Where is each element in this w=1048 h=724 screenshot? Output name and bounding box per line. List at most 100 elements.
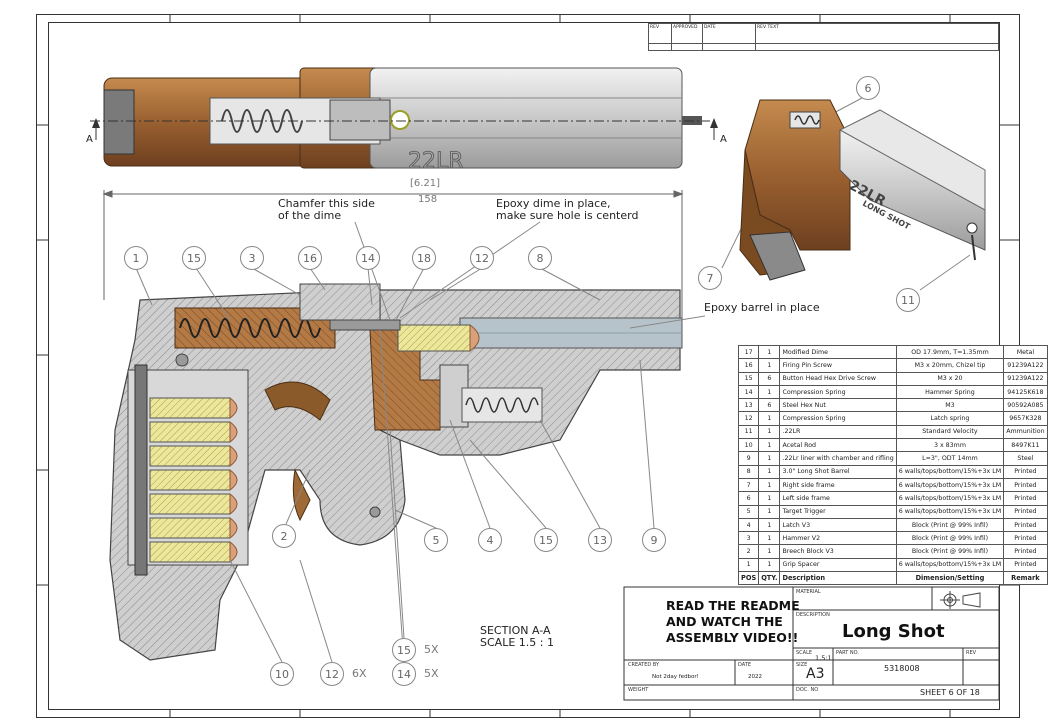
bom-description: Latch V3 <box>779 517 897 533</box>
bom-header-description: Description <box>779 571 897 586</box>
bom-remark: Printed <box>1003 517 1048 533</box>
bom-dimension: L=3", ODT 14mm <box>895 451 1005 466</box>
doc-no-label: DOC. NO <box>796 687 819 693</box>
scale-value: 1.5:1 <box>815 654 832 662</box>
balloon-7: 7 <box>698 266 722 290</box>
bom-dimension: M3 <box>895 398 1005 413</box>
balloon-8: 8 <box>528 246 552 270</box>
bom-pos: 16 <box>737 358 760 373</box>
bom-description: Hammer V2 <box>779 531 897 546</box>
bom-description: Steel Hex Nut <box>779 398 897 413</box>
qty-14: 5X <box>424 667 439 680</box>
bom-remark: Metal <box>1003 344 1048 360</box>
bom-qty: 1 <box>758 477 781 493</box>
date-label: DATE <box>738 662 752 668</box>
bom-dimension: 6 walls/tops/bottom/15%+3x LM <box>895 477 1005 493</box>
size-value: A3 <box>806 666 825 682</box>
chamfer-note-line1: Chamfer this side <box>278 197 375 210</box>
balloon-14: 14 <box>356 246 380 270</box>
bom-qty: 1 <box>758 384 781 400</box>
balloon-1: 1 <box>124 246 148 270</box>
balloon-15: 15 <box>182 246 206 270</box>
bom-pos: 13 <box>737 398 760 413</box>
part-no-value: 5318008 <box>884 664 920 673</box>
section-marker-right: A <box>720 134 727 145</box>
bom-header-pos: POS <box>737 571 760 586</box>
bom-dimension: 6 walls/tops/bottom/15%+3x LM <box>895 504 1005 519</box>
leader-lines <box>135 97 971 663</box>
balloon-11: 11 <box>896 288 920 312</box>
bom-qty: 1 <box>758 517 781 533</box>
bom-description: Target Trigger <box>779 504 897 519</box>
drawing-description: Long Shot <box>842 621 945 642</box>
bom-remark: 94125K618 <box>1003 384 1048 400</box>
bom-dimension: M3 x 20mm, Chizel tip <box>895 358 1005 373</box>
bom-qty: 1 <box>758 544 781 559</box>
chamfer-note-line2: of the dime <box>278 209 342 222</box>
bom-dimension: Block (Print @ 99% Infil) <box>895 517 1005 533</box>
bom-description: .22Lr liner with chamber and rifling <box>779 451 897 466</box>
bom-dimension: Hammer Spring <box>895 384 1005 400</box>
balloon-13: 13 <box>588 528 612 552</box>
bom-description: Grip Spacer <box>779 557 897 573</box>
bom-pos: 7 <box>737 477 760 493</box>
balloon-5: 5 <box>424 528 448 552</box>
bom-qty: 1 <box>758 451 781 466</box>
balloon-9: 9 <box>642 528 666 552</box>
bom-remark: Printed <box>1003 544 1048 559</box>
description-label: DESCRIPTION <box>796 612 830 618</box>
bom-qty: 1 <box>758 424 781 440</box>
scale-label: SCALE <box>796 650 813 656</box>
balloon-15-qty: 15 <box>392 638 416 662</box>
readme-line-1: READ THE README <box>666 598 800 613</box>
bom-description: Left side frame <box>779 491 897 506</box>
date-value: 2022 <box>748 674 762 680</box>
bom-description: Button Head Hex Drive Screw <box>779 371 897 386</box>
balloon-18: 18 <box>412 246 436 270</box>
bom-pos: 1 <box>737 557 760 573</box>
dimension-mm: 158 <box>418 194 438 205</box>
overall-dimension <box>102 190 684 330</box>
title-block-grid <box>623 586 1000 701</box>
balloon-10: 10 <box>270 662 294 686</box>
bom-remark: Printed <box>1003 477 1048 493</box>
balloon-12: 12 <box>470 246 494 270</box>
section-view <box>109 283 683 661</box>
bom-qty: 1 <box>758 531 781 546</box>
bom-qty: 1 <box>758 411 781 426</box>
bom-pos: 2 <box>737 544 760 559</box>
bom-qty: 1 <box>758 557 781 573</box>
epoxy-barrel-note: Epoxy barrel in place <box>704 301 820 314</box>
bom-dimension: 6 walls/tops/bottom/15%+3x LM <box>895 557 1005 573</box>
section-title: SECTION A-A <box>480 624 551 637</box>
balloon-16: 16 <box>298 246 322 270</box>
bom-header-dimension: Dimension/Setting <box>895 571 1005 586</box>
bom-remark: Printed <box>1003 464 1048 479</box>
bom-description: Compression Spring <box>779 411 897 426</box>
weight-label: WEIGHT <box>628 687 649 693</box>
balloon-4: 4 <box>478 528 502 552</box>
bom-qty: 6 <box>758 398 781 413</box>
bom-description: 3.0" Long Shot Barrel <box>779 464 897 479</box>
bom-remark: Printed <box>1003 531 1048 546</box>
top-view <box>90 67 718 169</box>
section-scale: SCALE 1.5 : 1 <box>480 636 554 649</box>
bom-pos: 10 <box>737 438 760 453</box>
bom-pos: 4 <box>737 517 760 533</box>
bom-header-qty: QTY. <box>758 571 781 586</box>
